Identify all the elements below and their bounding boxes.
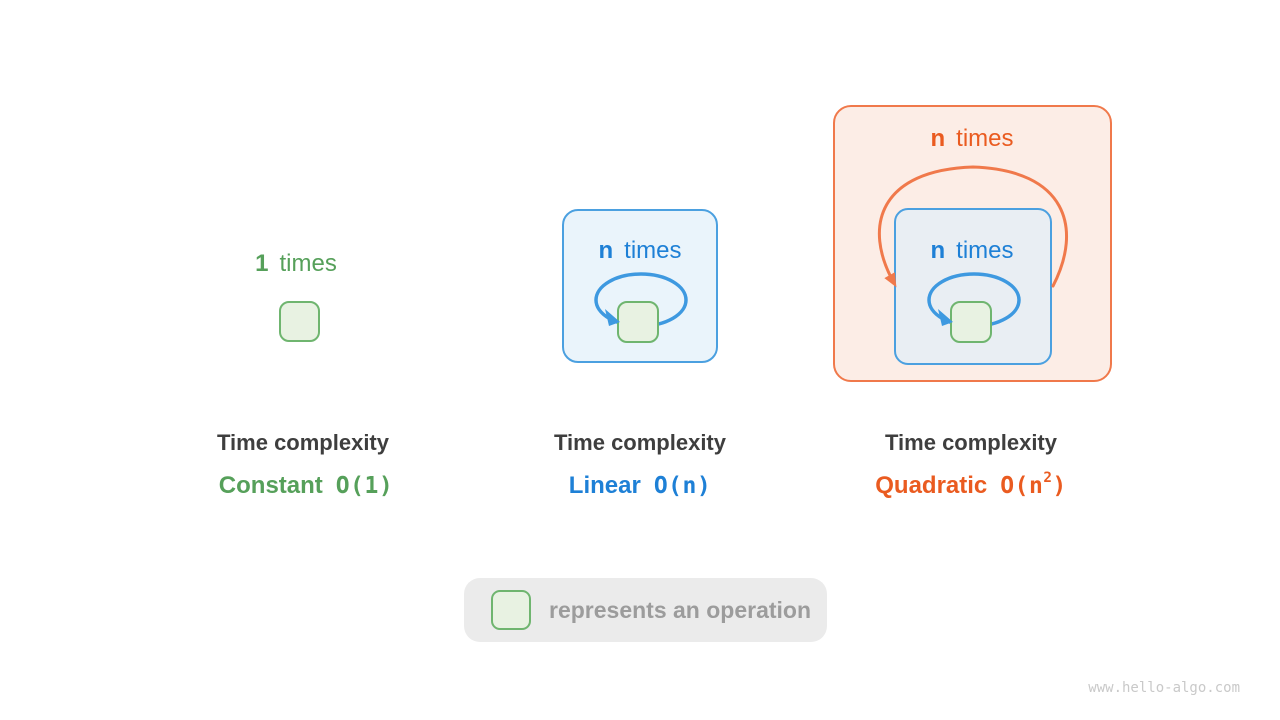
quadratic-title: Time complexity <box>885 430 1057 455</box>
quadratic-notation-exponent: 2 <box>1043 470 1053 487</box>
operation-square-legend <box>491 590 531 630</box>
linear-complexity-label: Linear O(n) <box>569 472 711 500</box>
constant-name: Constant <box>218 472 323 499</box>
constant-count-word: times <box>279 250 337 277</box>
quadratic-notation: O(n2) <box>1000 470 1067 499</box>
linear-title: Time complexity <box>554 430 726 455</box>
quadratic-inner-count-value: n <box>930 237 946 264</box>
quadratic-inner-loop-box <box>894 208 1052 365</box>
legend: represents an operation <box>464 578 827 642</box>
quadratic-inner-count-word: times <box>956 237 1014 264</box>
constant-notation: O(1) <box>335 473 394 499</box>
watermark: www.hello-algo.com <box>1088 680 1240 696</box>
linear-loop-box <box>562 209 718 363</box>
quadratic-complexity-label: Quadratic O(n2) <box>875 470 1067 500</box>
quadratic-outer-count-value: n <box>930 125 946 152</box>
quadratic-notation-base: O(n <box>1000 473 1044 499</box>
linear-name: Linear <box>568 472 641 499</box>
quadratic-notation-close: ) <box>1052 473 1067 499</box>
constant-count-label: 1 times <box>255 250 337 278</box>
linear-count-word: times <box>624 237 682 264</box>
linear-count-value: n <box>598 237 614 264</box>
linear-notation: O(n) <box>653 473 712 499</box>
constant-complexity-label: Constant O(1) <box>219 472 393 500</box>
operation-square-constant <box>279 301 320 342</box>
quadratic-name: Quadratic <box>875 472 988 499</box>
constant-count-value: 1 <box>255 250 269 277</box>
legend-label: represents an operation <box>549 596 812 623</box>
quadratic-outer-count-word: times <box>956 125 1014 152</box>
constant-title: Time complexity <box>217 430 389 455</box>
